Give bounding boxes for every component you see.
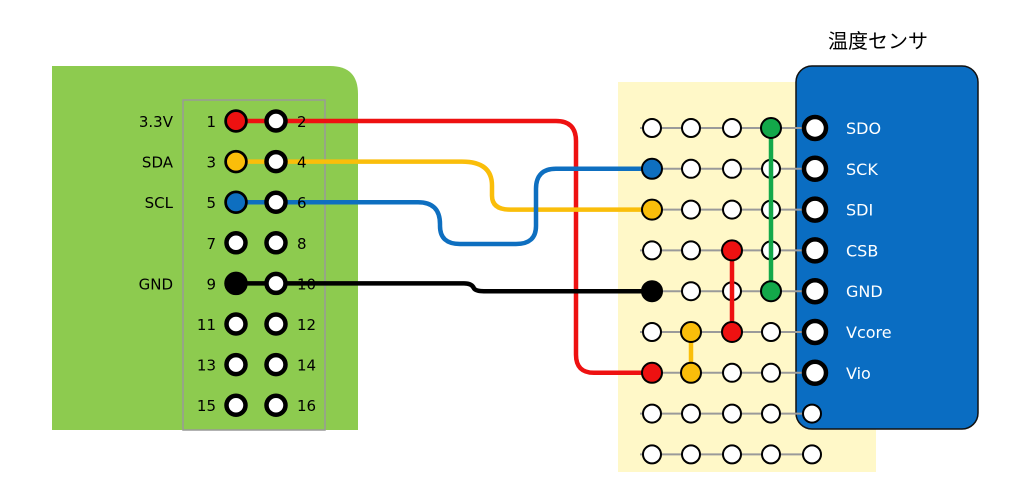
header-pin-13: [224, 352, 248, 377]
perfboard-hole: [722, 118, 742, 138]
sensor-pin-vcore: [801, 318, 829, 346]
endpoint-sda-board: [641, 198, 663, 221]
sensor-pin-label: SCK: [846, 160, 878, 179]
sensor-pin-label: Vcore: [846, 323, 892, 342]
perfboard-hole: [681, 199, 701, 220]
pin-number-label: 1: [206, 113, 216, 131]
pin-number-label: 9: [206, 275, 216, 293]
perfboard-hole: [722, 362, 742, 383]
perfboard-hole: [681, 444, 701, 465]
perfboard-hole: [642, 322, 662, 342]
pin-number-label: 3: [206, 154, 216, 172]
sensor-pin-label: Vio: [846, 364, 871, 383]
sensor-pin-label: SDO: [846, 119, 881, 138]
perfboard-hole: [761, 322, 781, 342]
header-pin-12: [264, 312, 288, 336]
pin-number-label: 8: [297, 235, 307, 253]
endpoint-vcore-vio-top: [680, 321, 702, 343]
sensor-pin-label: CSB: [846, 241, 878, 260]
pin-number-label: 6: [297, 194, 307, 212]
perfboard-hole: [681, 281, 701, 302]
perfboard-hole: [642, 403, 662, 424]
pin-number-label: 16: [297, 397, 316, 415]
pin-number-label: 12: [297, 316, 316, 334]
endpoint-3v3-board: [641, 361, 663, 384]
endpoint-3v3-header: [225, 110, 247, 132]
endpoint-vcore-vio-bottom: [680, 361, 702, 384]
perfboard-hole: [681, 118, 701, 138]
perfboard-hole: [722, 403, 742, 424]
perfboard-hole: [722, 199, 742, 220]
sensor-pin-label: GND: [846, 282, 883, 301]
pin-number-label: 13: [197, 357, 216, 375]
signal-label: 3.3V: [139, 113, 174, 131]
pin-number-label: 10: [297, 275, 316, 293]
pin-number-label: 5: [206, 194, 216, 212]
wires-back: [236, 118, 652, 376]
sensor-pin-csb: [801, 237, 829, 264]
pin-number-label: 7: [206, 235, 216, 253]
header-pin-10: [264, 271, 288, 296]
header-pin-7: [224, 231, 248, 255]
endpoint-gnd-jumper: [760, 280, 782, 303]
endpoint-scl-header: [225, 191, 247, 214]
pin-number-label: 2: [297, 113, 307, 131]
endpoint-sda-header: [225, 150, 247, 173]
endpoint-gnd-board: [641, 280, 663, 303]
wire-sda: [236, 159, 652, 212]
sensor-pin-sdi: [801, 196, 829, 223]
perfboard-hole: [722, 158, 742, 179]
header-pin-4: [264, 149, 288, 174]
perfboard-hole: [761, 403, 781, 424]
header-pin-15: [224, 393, 248, 417]
endpoint-gnd-header: [225, 272, 247, 295]
perfboard-hole: [761, 362, 781, 383]
sensor-pin-label: SDI: [846, 201, 873, 220]
perfboard-hole: [642, 444, 662, 465]
endpoint-vcore-jumper: [721, 321, 743, 343]
endpoint-scl-board: [641, 157, 663, 180]
pin-number-label: 14: [297, 357, 316, 375]
perfboard-hole: [681, 403, 701, 424]
perfboard-hole: [642, 240, 662, 261]
endpoint-sdo-jumper: [760, 117, 782, 139]
wire-gnd: [236, 281, 652, 294]
header-pin-11: [224, 312, 248, 336]
sensor-pin-gnd: [801, 277, 829, 305]
perfboard-hole: [681, 158, 701, 179]
perfboard-hole: [722, 444, 742, 465]
signal-label: SCL: [145, 194, 174, 212]
wire-3v3: [236, 118, 652, 376]
endpoint-csb-jumper: [721, 239, 743, 262]
gpio-header-outline: [182, 99, 326, 431]
perfboard-hole: [802, 403, 822, 424]
wire-scl: [236, 166, 652, 247]
pin-number-label: 11: [197, 316, 216, 334]
header-pin-14: [264, 352, 288, 377]
perfboard-hole: [681, 240, 701, 261]
sensor-pin-sck: [801, 155, 829, 183]
header-pin-16: [264, 393, 288, 417]
header-pin-8: [264, 231, 288, 255]
pin-number-label: 4: [297, 154, 307, 172]
signal-label: SDA: [142, 154, 174, 172]
header-pin-6: [264, 190, 288, 214]
perfboard-hole: [761, 444, 781, 465]
sensor-title: 温度センサ: [828, 29, 928, 53]
signal-label: GND: [139, 275, 173, 293]
wire-endpoints: [225, 110, 782, 384]
perfboard-hole: [802, 444, 822, 465]
sensor-pin-vio: [801, 359, 829, 387]
sensor-pin-sdo: [801, 114, 829, 142]
temperature-sensor-module: [795, 65, 979, 430]
pin-number-label: 15: [197, 397, 216, 415]
header-pin-2: [264, 109, 288, 133]
perfboard-hole: [642, 118, 662, 138]
